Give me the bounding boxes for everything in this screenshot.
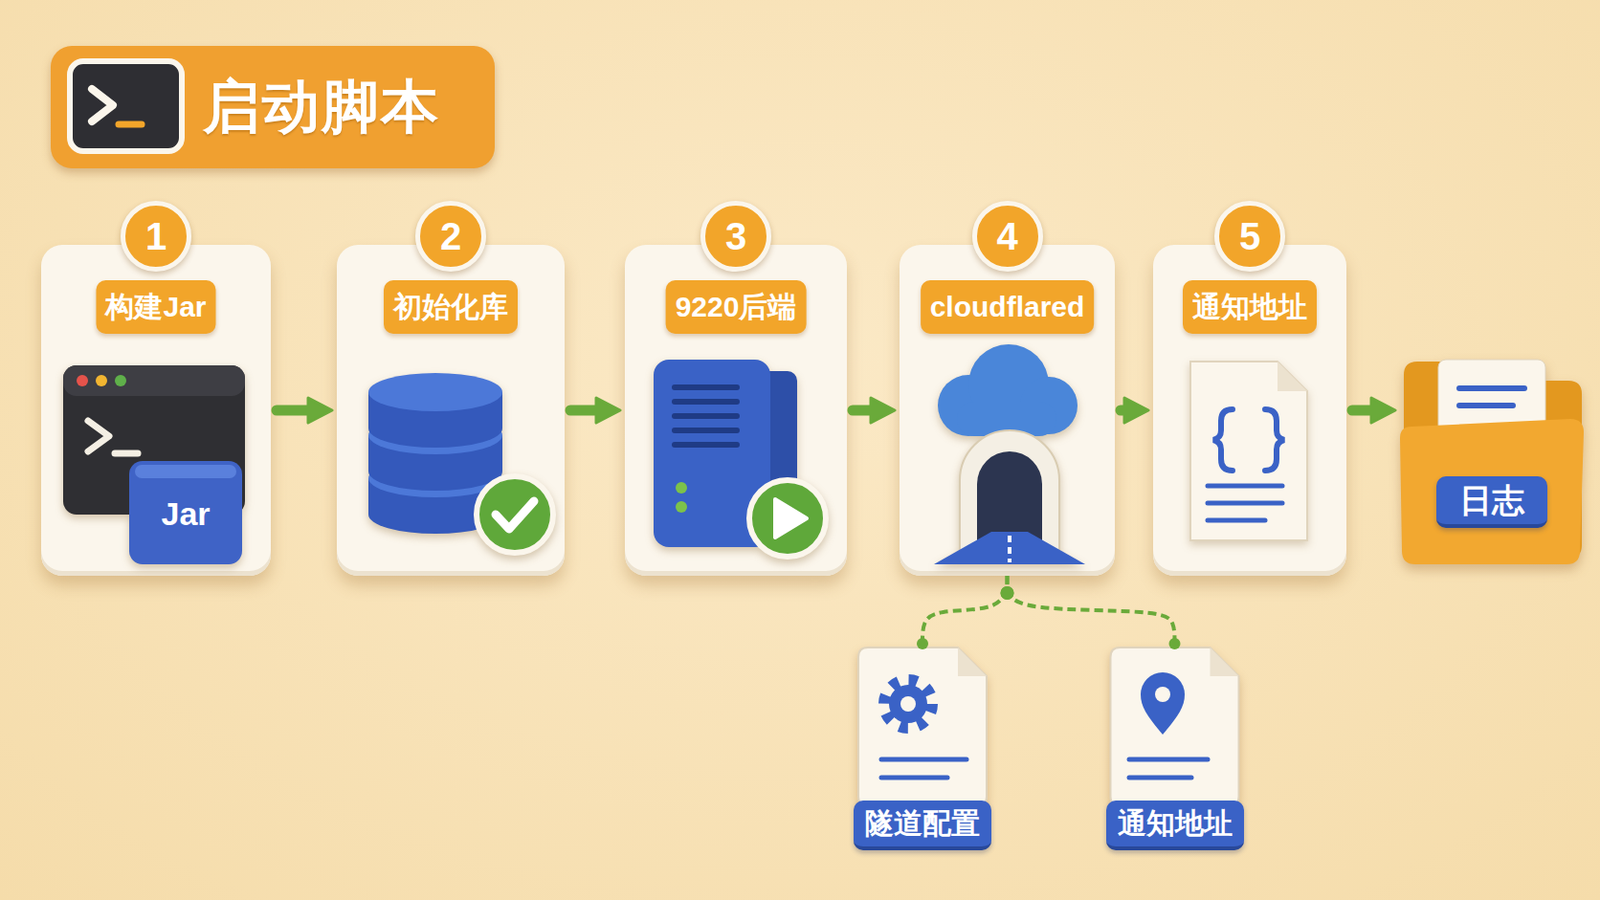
step-card: 5通知地址 — [1153, 244, 1347, 577]
step-number: 5 — [1214, 200, 1286, 272]
file-label: 日志 — [1436, 476, 1548, 529]
dotted-branch — [1007, 576, 1176, 645]
step-number: 4 — [972, 200, 1044, 272]
log-folder: 日志 — [1400, 346, 1584, 567]
junction-dot — [1000, 586, 1015, 600]
cursor-symbol — [118, 121, 142, 129]
step-label: 9220后端 — [666, 280, 807, 334]
doc-sheet — [858, 647, 987, 807]
flow-arrow — [570, 405, 608, 417]
prompt-symbol — [91, 88, 113, 122]
doc-sheet — [1111, 647, 1240, 807]
step-card: 1构建Jar — [41, 244, 271, 577]
step-card: 39220后端 — [624, 244, 847, 577]
terminal-icon — [69, 61, 182, 152]
step-card: 2初始化库 — [336, 244, 565, 577]
paper-line — [1459, 402, 1513, 409]
config-doc: 通知地址 — [1099, 647, 1250, 855]
step-number: 1 — [120, 200, 192, 272]
junction-dot — [1000, 586, 1015, 600]
file-label: 通知地址 — [1106, 800, 1245, 851]
dotted-branch — [922, 576, 1008, 645]
flow-arrow — [852, 405, 883, 417]
title-badge — [50, 45, 495, 169]
title-badge-bg — [50, 45, 495, 169]
step-number: 3 — [700, 200, 772, 272]
flow-arrow — [1120, 405, 1136, 417]
flow-arrow — [276, 405, 320, 417]
step-number: 2 — [415, 200, 487, 272]
icon-label: Jar — [160, 495, 210, 534]
file-label: 隧道配置 — [853, 800, 992, 851]
flow-arrow — [1352, 405, 1383, 417]
step-card: 4cloudflared — [899, 244, 1115, 577]
doc-fold — [957, 647, 987, 677]
step-label: 通知地址 — [1182, 280, 1317, 334]
title-text: 启动脚本 — [202, 45, 441, 169]
paper-line — [1459, 385, 1525, 392]
step-label: 构建Jar — [95, 280, 216, 334]
step-label: cloudflared — [920, 280, 1095, 334]
doc-fold — [1210, 647, 1240, 677]
step-label: 初始化库 — [383, 280, 518, 334]
folder-front — [1400, 419, 1584, 565]
config-doc: 隧道配置 — [844, 647, 1000, 855]
folder-shape — [1400, 346, 1584, 567]
